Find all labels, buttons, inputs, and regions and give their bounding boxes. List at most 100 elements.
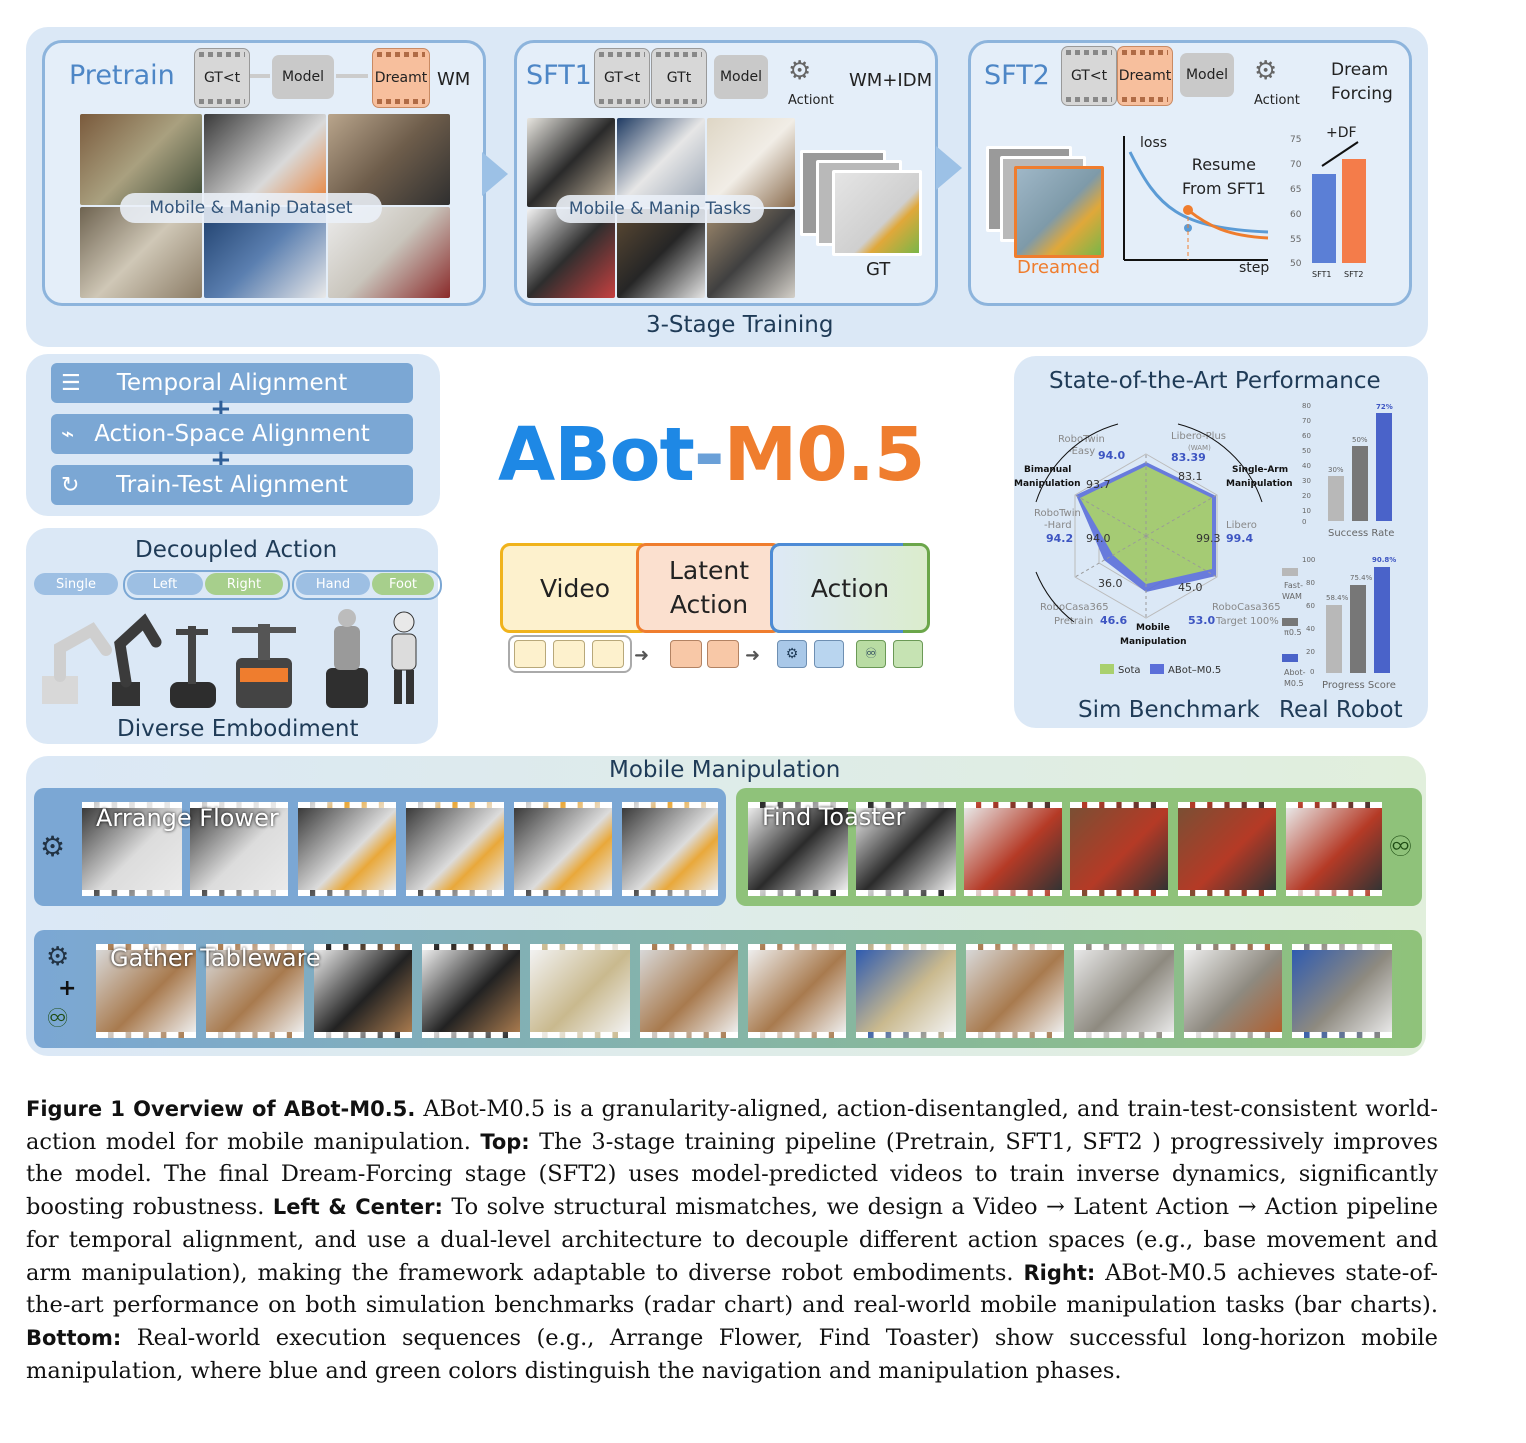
sft1-image-grid — [527, 118, 797, 298]
video-frame — [1292, 944, 1392, 1038]
model-box: Model — [714, 55, 768, 99]
figure-caption: Figure 1 Overview of ABot-M0.5. ABot-M0.… — [26, 1093, 1438, 1387]
tick-label: 40 — [1302, 462, 1311, 470]
abot-value: 99.4 — [1226, 532, 1253, 545]
video-frame — [82, 802, 182, 896]
bar-label: SFT1 — [1312, 270, 1332, 279]
sft1-bar — [1312, 174, 1336, 263]
gt-context-box: GT<t — [194, 48, 250, 108]
radar-axis-label: RoboCasa365 — [1040, 602, 1109, 613]
radar-axis — [1074, 535, 1147, 578]
gt-context-label: GT<t — [203, 70, 241, 86]
alignment-label: Train-Test Alignment — [116, 472, 348, 498]
radar-axis-label: RoboCasa365 — [1212, 602, 1281, 613]
model-box: Model — [272, 55, 334, 99]
video-token — [553, 640, 585, 668]
base-motion-icon: ♾ — [46, 1004, 70, 1034]
legend-label: Fast- — [1284, 581, 1303, 590]
tick-label: 70 — [1302, 417, 1311, 425]
arrow-right-icon: ➜ — [634, 645, 650, 666]
cycle-icon: ↻ — [61, 472, 80, 498]
plus-sign: + — [58, 976, 77, 1001]
video-frame — [964, 802, 1062, 896]
bar-fast-wam — [1328, 476, 1344, 521]
legend-swatch-sota — [1100, 664, 1114, 674]
group-arc — [1035, 571, 1075, 623]
chip-right: Right — [205, 573, 283, 595]
bar-abot — [1376, 413, 1392, 521]
radar-axis-label: Libero — [1226, 520, 1257, 531]
gt-label: GT — [866, 259, 891, 280]
sft2-bar — [1342, 159, 1366, 263]
video-token — [592, 640, 624, 668]
stage-arrow — [936, 146, 962, 190]
dream-label: Dreamt — [374, 70, 428, 86]
legend-sota: Sota — [1118, 665, 1141, 676]
video-frame — [96, 944, 196, 1038]
dataset-photo — [204, 114, 326, 205]
tick-label: 70 — [1290, 160, 1302, 170]
caption-text: ABot-M0.5 achieves state-of-the-art perf… — [26, 1259, 1438, 1319]
sft2-loss-curve — [1187, 208, 1269, 240]
bar-value: 30% — [1328, 466, 1344, 474]
radar-chart: 93.7 83.1 99.3 45.0 36.0 94.0 94.0 83.39… — [1014, 423, 1293, 676]
mobile-title: Mobile Manipulation — [609, 757, 841, 783]
video-label: Video — [539, 573, 611, 603]
tick-label: 20 — [1306, 648, 1315, 656]
caption-section-label: Left & Center: — [272, 1195, 443, 1220]
loss-axis-label: loss — [1140, 135, 1168, 151]
embodiment-label: Diverse Embodiment — [117, 716, 359, 742]
tick-label: 50 — [1290, 259, 1302, 269]
sliders-icon: ☰ — [61, 370, 81, 396]
resume-line: Resume — [1191, 155, 1256, 174]
radar-axis-label: RoboTwin — [1058, 434, 1105, 445]
caption-text: The 3-stage training pipeline (Pretrain,… — [26, 1128, 1439, 1221]
tick-label: 65 — [1290, 185, 1301, 195]
latent-token — [707, 640, 739, 668]
action-token — [814, 640, 844, 668]
base-action-token: ♾ — [856, 640, 886, 668]
chart-label: Success Rate — [1328, 528, 1394, 539]
model-label: Model — [281, 69, 325, 85]
tick-label: 60 — [1302, 432, 1311, 440]
sft1-loss-curve — [1128, 151, 1269, 234]
video-frame — [856, 802, 956, 896]
tick-label: 10 — [1302, 507, 1311, 515]
radar-axis-label: RoboTwin — [1034, 508, 1081, 519]
step-axis-label: step — [1239, 260, 1270, 276]
gt-current-box: GTt — [651, 48, 707, 108]
wm-idm-label: WM+IDM — [849, 70, 933, 91]
video-frame — [1178, 802, 1276, 896]
video-token-group — [508, 635, 632, 673]
success-rate-chart: 80 70 60 50 40 30 20 10 0 30% 50% 72% Su… — [1302, 402, 1394, 539]
industrial-arm-icon — [112, 613, 162, 706]
dream-label: Dreamt — [1118, 68, 1172, 84]
task-photo — [707, 209, 795, 298]
video-frame — [856, 944, 956, 1038]
bar-pi05 — [1352, 446, 1368, 521]
caption-text: ABot-M0.5 is a granularity-aligned, acti… — [26, 1096, 1438, 1155]
legend-swatch — [1282, 568, 1298, 576]
legend-label: WAM — [1282, 592, 1302, 601]
model-label: Model — [719, 69, 763, 85]
action-block: Action — [770, 543, 930, 633]
latent-label: Latent — [668, 556, 750, 585]
task-label-arrange-flower: Arrange Flower — [96, 804, 279, 832]
legend-label: Abot- — [1284, 668, 1306, 677]
tick-label: 60 — [1290, 210, 1302, 220]
group-arc — [1035, 423, 1119, 503]
model-label: Model — [1185, 67, 1229, 83]
caption-section-label: Bottom: — [26, 1325, 122, 1350]
action-label: Action — [810, 573, 890, 603]
video-frame — [406, 802, 504, 896]
abot-value: 83.39 — [1171, 451, 1206, 464]
arm-chip-group — [123, 570, 290, 600]
action-label: Actiont — [1254, 93, 1300, 108]
sft1-title: SFT1 — [526, 60, 592, 91]
tick-label: 0 — [1310, 668, 1314, 676]
caption-figure-label: Figure 1 Overview of ABot-M0.5. — [26, 1097, 416, 1121]
video-frame — [748, 802, 848, 896]
radar-group-label: Manipulation — [1226, 479, 1293, 489]
legend-abot: ABot–M0.5 — [1168, 665, 1221, 676]
